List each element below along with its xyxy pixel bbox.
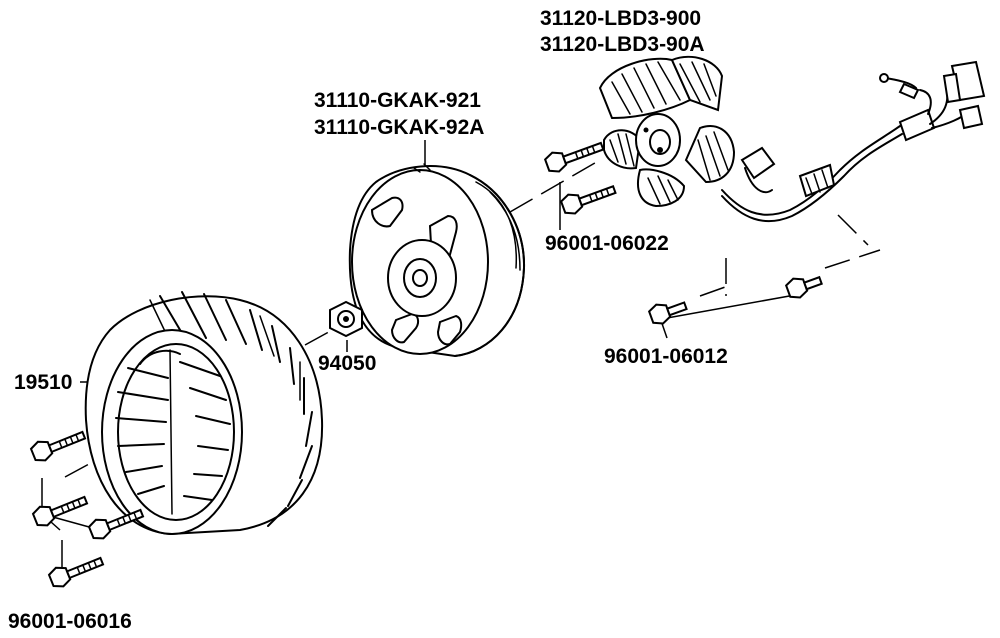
fan-bolts: [29, 430, 145, 588]
label-fan: 19510: [14, 371, 72, 394]
label-stator-part-1: 31120-LBD3-900: [540, 7, 701, 30]
stator-coil-assembly: [598, 55, 736, 208]
stator-bolts: [543, 141, 617, 215]
flywheel-nut: [329, 300, 363, 338]
flywheel-rotor: [348, 163, 526, 358]
label-nut: 94050: [318, 352, 376, 375]
label-flywheel-part-2: 31110-GKAK-92A: [314, 116, 484, 139]
label-stator-part-2: 31120-LBD3-90A: [540, 33, 705, 56]
cooling-fan: [84, 291, 324, 536]
wiring-harness: [721, 60, 986, 223]
label-cable-bolt: 96001-06012: [604, 345, 728, 368]
label-flywheel-part-1: 31110-GKAK-921: [314, 89, 481, 112]
cable-clamp-bolts: [647, 275, 823, 325]
label-fan-bolt: 96001-06016: [8, 610, 132, 633]
label-stator-bolt: 96001-06022: [545, 232, 669, 255]
